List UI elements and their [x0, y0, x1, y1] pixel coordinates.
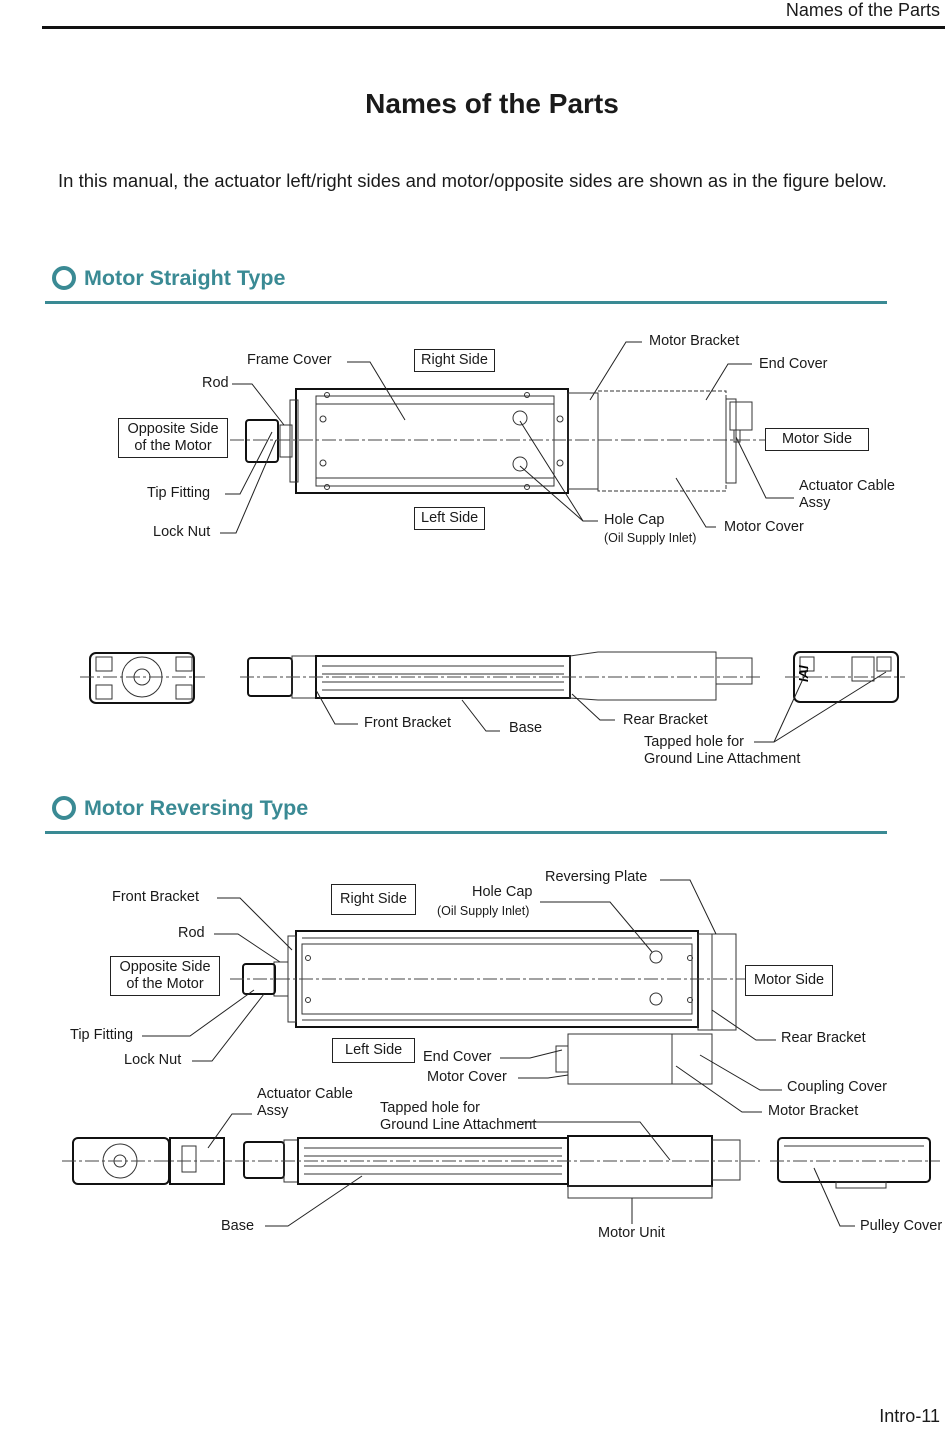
label-front-bracket: Front Bracket — [364, 715, 452, 731]
label-actuator-cable-rev-line1: Actuator Cable — [257, 1086, 353, 1102]
label-pulley-cover: Pulley Cover — [860, 1218, 943, 1234]
label-end-cover-rev: End Cover — [423, 1049, 492, 1065]
section-rule-straight — [45, 301, 887, 304]
section-heading-straight-text: Motor Straight Type — [84, 266, 286, 290]
label-left-side-rev: Left Side — [332, 1038, 416, 1063]
section-heading-reversing: Motor Reversing Type — [52, 796, 308, 821]
label-opposite-side-line2: of the Motor — [134, 438, 212, 454]
label-base: Base — [509, 720, 543, 736]
straight-side-view: IAI — [80, 651, 905, 704]
iai-logo: IAI — [796, 665, 811, 682]
reversing-side-view — [62, 1135, 940, 1199]
label-actuator-cable-line2: Assy — [799, 495, 831, 511]
page-number: Intro-11 — [879, 1406, 940, 1426]
label-tapped-hole-rev: Tapped hole for Ground Line Attachment — [380, 1100, 536, 1134]
label-frame-cover: Frame Cover — [247, 352, 332, 368]
section-ring-icon — [52, 266, 76, 290]
section-ring-icon — [52, 796, 76, 820]
label-right-side-rev: Right Side — [331, 884, 416, 915]
straight-frame-body — [295, 388, 569, 494]
label-actuator-cable: Actuator Cable Assy — [799, 478, 895, 512]
label-base-rev: Base — [221, 1218, 255, 1234]
intro-paragraph: In this manual, the actuator left/right … — [58, 170, 887, 191]
label-motor-bracket: Motor Bracket — [649, 333, 740, 349]
page-title: Names of the Parts — [365, 88, 619, 119]
label-right-side: Right Side — [414, 349, 495, 372]
label-motor-side: Motor Side — [765, 428, 869, 451]
label-rod-rev: Rod — [178, 925, 205, 941]
label-actuator-cable-rev-line2: Assy — [257, 1103, 289, 1119]
label-tapped-hole-rev-line2: Ground Line Attachment — [380, 1117, 537, 1133]
label-opposite-side-line1: Opposite Side — [127, 421, 219, 437]
label-motor-cover-rev: Motor Cover — [427, 1069, 507, 1085]
label-hole-cap-rev: Hole Cap — [472, 884, 533, 900]
section-heading-straight: Motor Straight Type — [52, 266, 285, 291]
label-tapped-hole-line1: Tapped hole for — [644, 734, 744, 750]
label-opposite-side-rev-line1: Opposite Side — [119, 959, 211, 975]
label-lock-nut-rev: Lock Nut — [124, 1052, 182, 1068]
running-header: Names of the Parts — [785, 0, 940, 20]
label-oil-supply: (Oil Supply Inlet) — [604, 531, 697, 545]
label-end-cover: End Cover — [759, 356, 828, 372]
label-tapped-hole-line2: Ground Line Attachment — [644, 751, 801, 767]
label-tapped-hole: Tapped hole for Ground Line Attachment — [644, 734, 800, 768]
reversing-top-view — [230, 930, 745, 1085]
label-left-side: Left Side — [414, 507, 486, 530]
label-front-bracket-rev: Front Bracket — [112, 889, 200, 905]
label-lock-nut: Lock Nut — [153, 524, 211, 540]
section-heading-reversing-text: Motor Reversing Type — [84, 796, 309, 820]
label-motor-bracket-rev: Motor Bracket — [768, 1103, 859, 1119]
label-motor-cover: Motor Cover — [724, 519, 804, 535]
section-rule-reversing — [45, 831, 887, 834]
label-opposite-side: Opposite Side of the Motor — [118, 418, 228, 458]
label-rear-bracket: Rear Bracket — [623, 712, 708, 728]
label-tip-fitting-rev: Tip Fitting — [70, 1027, 134, 1043]
label-rear-bracket-rev: Rear Bracket — [781, 1030, 866, 1046]
label-tapped-hole-rev-line1: Tapped hole for — [380, 1100, 480, 1116]
header-rule — [42, 26, 945, 29]
label-opposite-side-rev-line2: of the Motor — [126, 976, 204, 992]
label-actuator-cable-line1: Actuator Cable — [799, 478, 895, 494]
label-motor-unit: Motor Unit — [598, 1225, 665, 1241]
label-tip-fitting: Tip Fitting — [147, 485, 211, 501]
label-reversing-plate: Reversing Plate — [545, 869, 648, 885]
label-coupling-cover: Coupling Cover — [787, 1079, 887, 1095]
label-hole-cap: Hole Cap — [604, 512, 665, 528]
label-opposite-side-rev: Opposite Side of the Motor — [110, 956, 220, 996]
label-motor-side-rev: Motor Side — [745, 965, 834, 996]
straight-top-view — [230, 388, 770, 494]
label-actuator-cable-rev: Actuator Cable Assy — [257, 1086, 353, 1120]
label-rod: Rod — [202, 375, 229, 391]
label-oil-supply-rev: (Oil Supply Inlet) — [437, 904, 530, 918]
